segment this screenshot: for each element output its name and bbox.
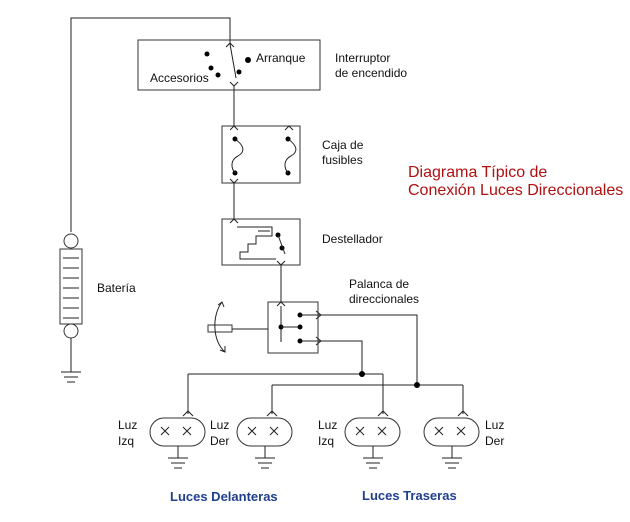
lever-handle xyxy=(207,301,268,353)
ignition-position-accessories: Accesorios xyxy=(150,71,209,85)
fuse-box-internals xyxy=(229,125,297,184)
lamp-front-right-label-2: Der xyxy=(210,434,229,448)
flasher xyxy=(221,218,301,266)
lamp-rear-left-label-2: Izq xyxy=(318,434,334,448)
battery xyxy=(59,233,83,372)
lamp-rear-right xyxy=(423,410,480,469)
ignition-switch xyxy=(137,39,321,91)
battery-ground-icon xyxy=(61,371,81,383)
lamp-front-left xyxy=(149,410,206,469)
lamp-front-right xyxy=(236,410,293,469)
flasher-label: Destellador xyxy=(322,232,383,246)
fuse-box-label-line2: fusibles xyxy=(322,153,363,167)
fuse-box-label-line1: Caja de xyxy=(322,138,364,152)
diagram-title-line2: Conexión Luces Direccionales xyxy=(408,182,623,199)
junction-left xyxy=(359,371,365,377)
battery-label: Batería xyxy=(97,281,136,295)
junction-right xyxy=(414,382,420,388)
rear-lights-title: Luces Traseras xyxy=(362,488,457,503)
turn-signal-lever-internals xyxy=(276,301,322,346)
ignition-position-start: Arranque xyxy=(256,51,306,65)
lamp-front-left-label-1: Luz xyxy=(118,418,137,432)
lamp-rear-left-label-1: Luz xyxy=(318,418,337,432)
diagram-title-line1: Diagrama Típico de xyxy=(408,164,547,181)
lamp-front-right-label-1: Luz xyxy=(210,418,229,432)
ignition-switch-contacts xyxy=(204,40,251,90)
battery-feed-wire xyxy=(70,17,231,232)
lamp-rear-right-label-2: Der xyxy=(485,434,504,448)
lamp-rear-right-label-1: Luz xyxy=(485,418,504,432)
turn-lever-label-line2: direccionales xyxy=(349,292,419,306)
ignition-switch-label-line2: de encendido xyxy=(335,66,407,80)
wire-right-circuit xyxy=(322,314,418,385)
lamp-front-left-label-2: Izq xyxy=(118,434,134,448)
ignition-switch-label-line1: Interruptor xyxy=(335,51,390,65)
wire-left-circuit xyxy=(322,340,363,374)
lamp-rear-left xyxy=(344,410,401,469)
front-lights-title: Luces Delanteras xyxy=(170,489,278,504)
turn-lever-label-line1: Palanca de xyxy=(349,277,409,291)
